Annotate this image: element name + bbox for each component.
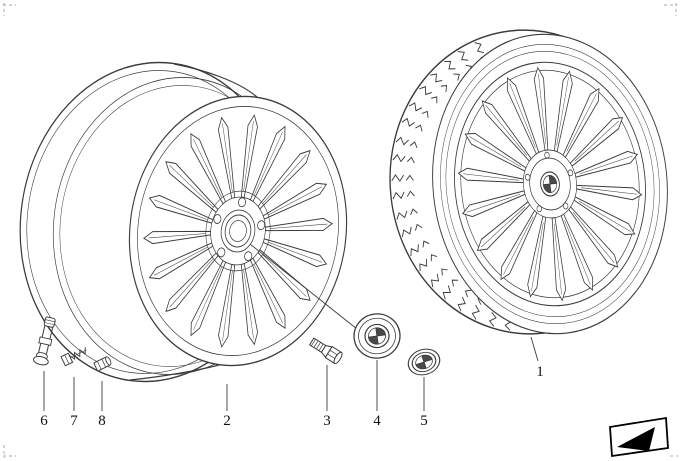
wheel-bolt-part[interactable] bbox=[308, 336, 343, 365]
wheel-with-tire-part[interactable] bbox=[375, 17, 680, 348]
assembly-axis-line bbox=[249, 243, 358, 330]
callout-5[interactable]: 5 bbox=[420, 413, 428, 429]
rim-bolt-holes bbox=[213, 197, 266, 262]
hub-cap-part[interactable] bbox=[351, 311, 403, 361]
callout-3[interactable]: 3 bbox=[323, 413, 331, 429]
bmw-emblem-part[interactable] bbox=[405, 345, 443, 379]
leader-lines bbox=[43, 336, 539, 411]
valve-screw-part[interactable] bbox=[60, 345, 89, 367]
callout-2[interactable]: 2 bbox=[223, 413, 231, 429]
callout-8[interactable]: 8 bbox=[98, 413, 106, 429]
callout-6[interactable]: 6 bbox=[40, 413, 48, 429]
alloy-rim-part[interactable] bbox=[0, 45, 364, 398]
wheel-bolt-holes bbox=[524, 151, 574, 213]
callout-1[interactable]: 1 bbox=[536, 364, 544, 380]
crop-marks bbox=[3, 3, 678, 458]
page-arrow-icon[interactable] bbox=[609, 416, 669, 458]
callout-4[interactable]: 4 bbox=[373, 413, 381, 429]
callout-7[interactable]: 7 bbox=[70, 413, 78, 429]
valve-insert-part[interactable] bbox=[93, 356, 112, 372]
valve-stem-part[interactable] bbox=[32, 316, 58, 366]
